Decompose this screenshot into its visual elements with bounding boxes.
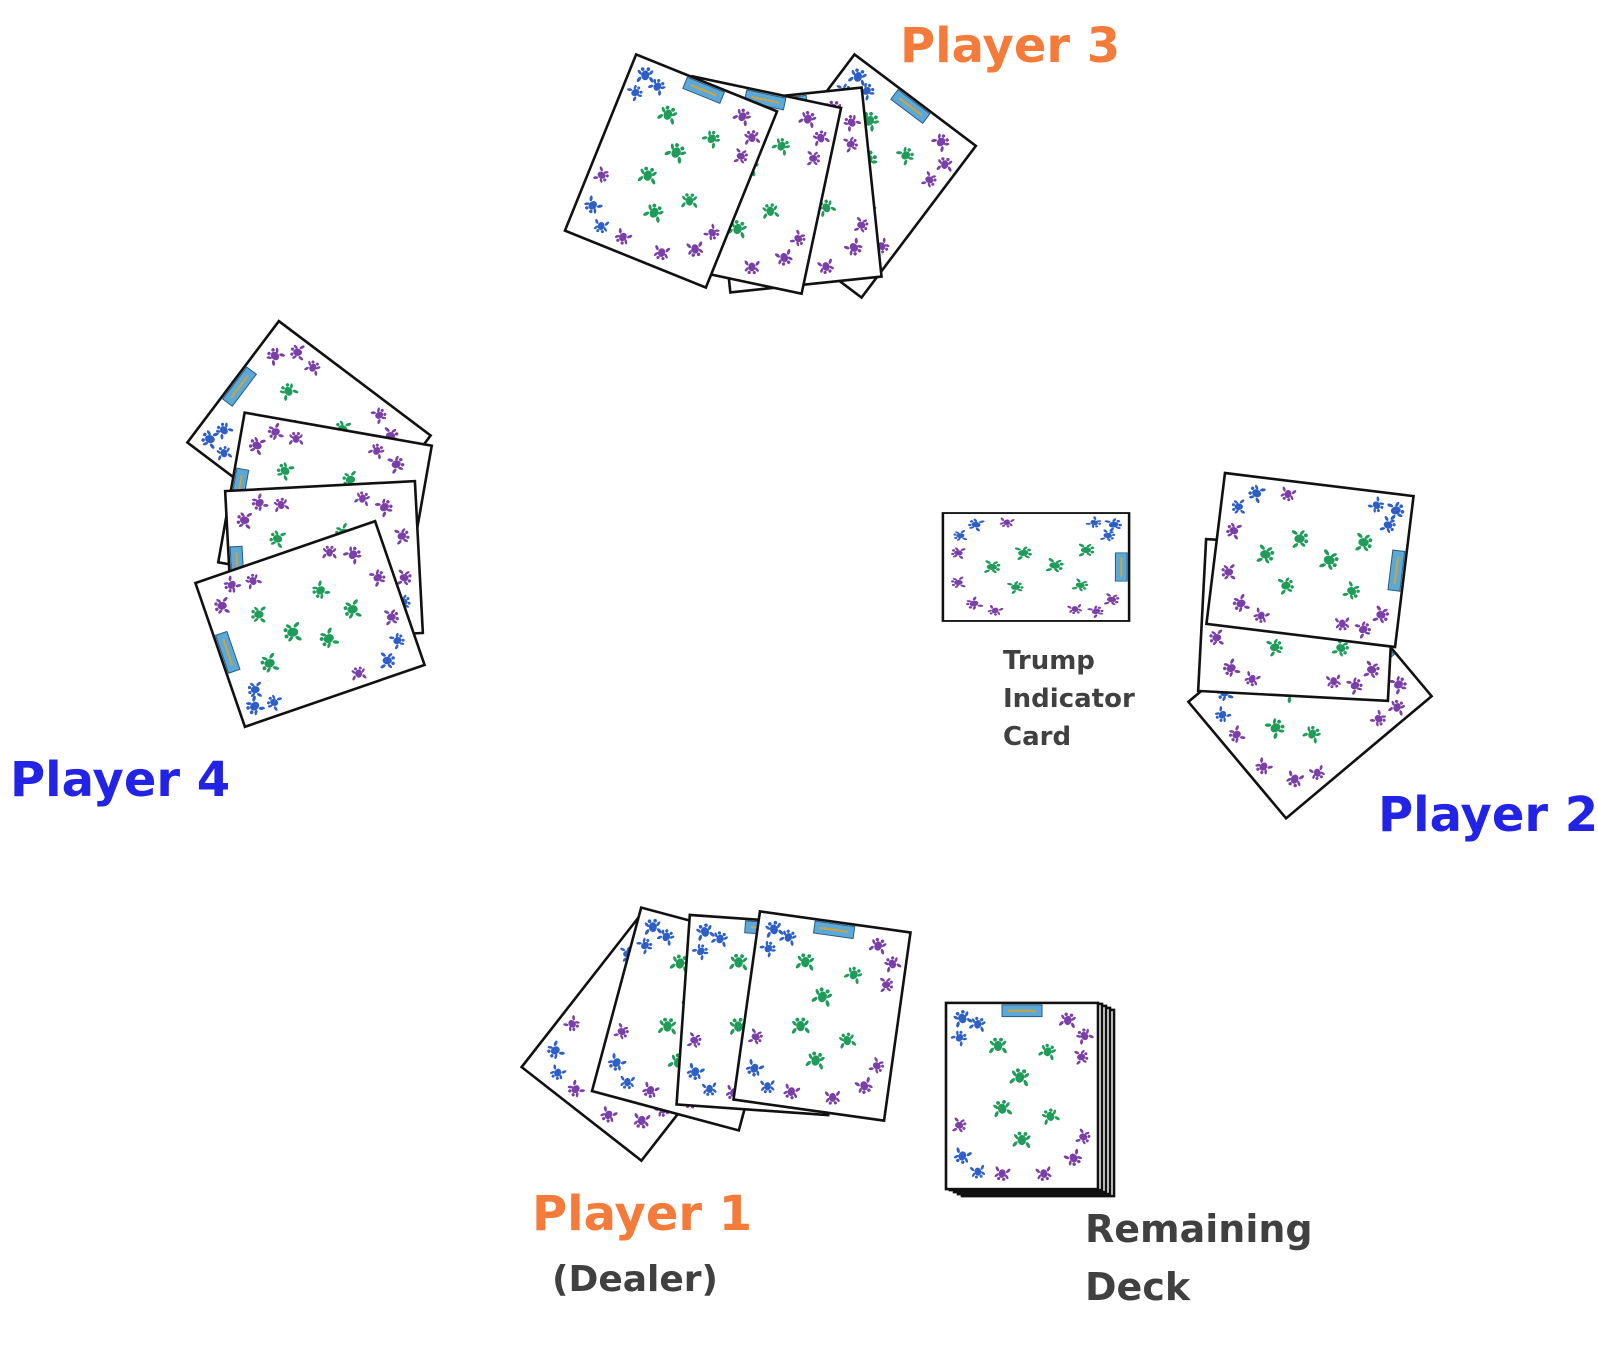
remaining-deck (946, 1003, 1114, 1196)
trump-label-line-3: Card (1003, 722, 1072, 752)
player-1-hand (522, 908, 911, 1161)
deck-label-line-2: Deck (1085, 1265, 1191, 1309)
player-1-label: Player 1 (532, 1186, 753, 1242)
player-3-label: Player 3 (900, 18, 1121, 74)
trump-label-line-2: Indicator (1003, 684, 1135, 714)
trump-indicator-card (943, 513, 1129, 621)
player-1-card (734, 911, 911, 1120)
trump-indicator-label: Trump Indicator Card (1003, 642, 1135, 756)
deck-label-line-1: Remaining (1085, 1207, 1313, 1251)
player-4-label: Player 4 (10, 752, 231, 808)
trump-card (943, 513, 1129, 621)
remaining-deck-label: Remaining Deck (1085, 1200, 1313, 1316)
player-2-hand (1188, 473, 1431, 818)
deck-card (946, 1003, 1098, 1189)
player-2-card (1206, 473, 1413, 647)
trump-label-line-1: Trump (1003, 646, 1095, 676)
player-3-hand (565, 54, 976, 297)
player-4-hand (187, 321, 431, 727)
dealer-label: (Dealer) (552, 1259, 719, 1300)
player-2-label: Player 2 (1378, 787, 1598, 843)
